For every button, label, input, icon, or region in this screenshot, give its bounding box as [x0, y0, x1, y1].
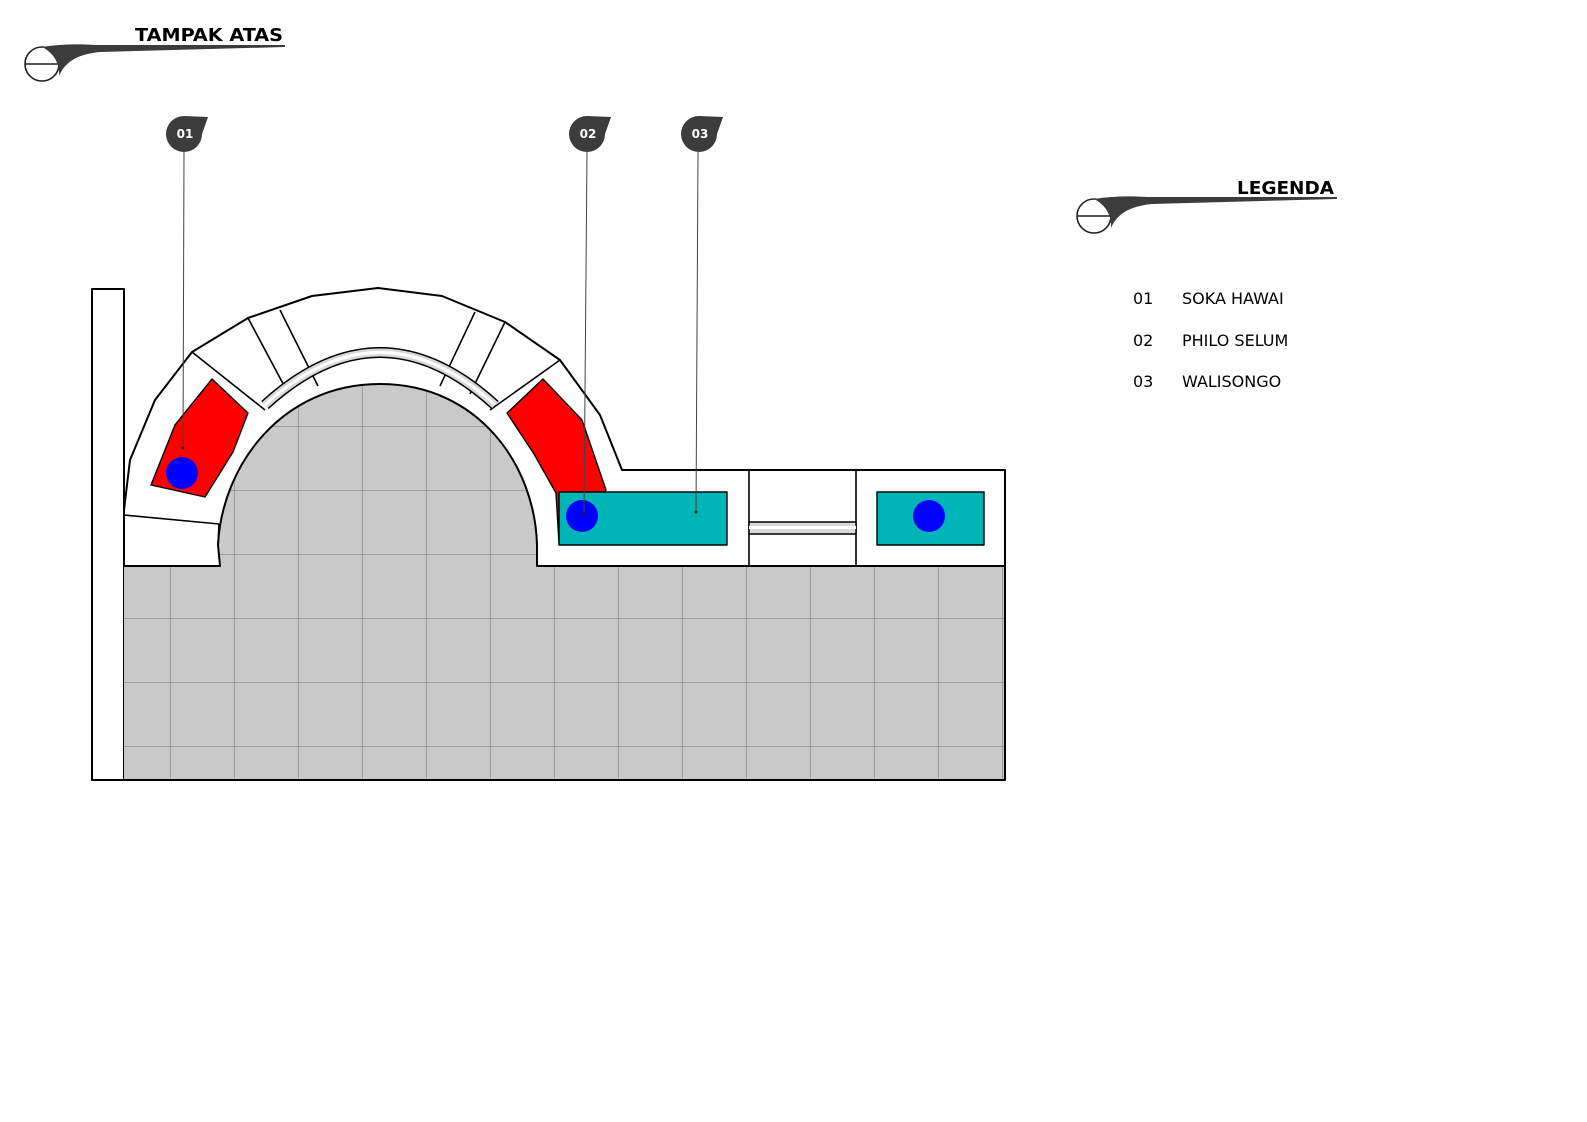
philo-selum-plant [566, 500, 598, 532]
arch-dividers [123, 309, 857, 566]
legend-item-code: 01 [1133, 289, 1153, 308]
philo-selum-plant [913, 500, 945, 532]
legend-item: 02 PHILO SELUM [1133, 331, 1288, 350]
title-swoosh [42, 44, 285, 76]
drawing-title: TAMPAK ATAS [135, 25, 283, 46]
legend-list: 01 SOKA HAWAI 02 PHILO SELUM 03 WALISONG… [1133, 289, 1288, 391]
legend-title-block: LEGENDA [1076, 178, 1337, 234]
legend-item-name: SOKA HAWAI [1182, 289, 1284, 308]
straight-bench [748, 521, 857, 535]
legend-item: 03 WALISONGO [1133, 372, 1281, 391]
callout-label: 02 [580, 127, 597, 141]
title-block: TAMPAK ATAS [24, 25, 285, 82]
legend-title: LEGENDA [1237, 178, 1334, 199]
legend-item-code: 03 [1133, 372, 1153, 391]
legend-item: 01 SOKA HAWAI [1133, 289, 1284, 308]
boundary-wall [91, 288, 125, 781]
legend-item-code: 02 [1133, 331, 1153, 350]
callout-label: 01 [177, 127, 194, 141]
callout-label: 03 [692, 127, 709, 141]
callout-03: 03 [681, 116, 723, 514]
philo-selum-plant [166, 457, 198, 489]
legend-item-name: PHILO SELUM [1182, 331, 1288, 350]
legend-swoosh [1094, 196, 1337, 228]
plan-view [91, 287, 1006, 781]
paving-outline [124, 383, 1006, 781]
arch-bench [261, 347, 499, 410]
legend-item-name: WALISONGO [1182, 372, 1281, 391]
callout-02: 02 [569, 116, 611, 515]
callouts: 01 02 03 [166, 116, 723, 515]
callout-01: 01 [166, 116, 208, 450]
